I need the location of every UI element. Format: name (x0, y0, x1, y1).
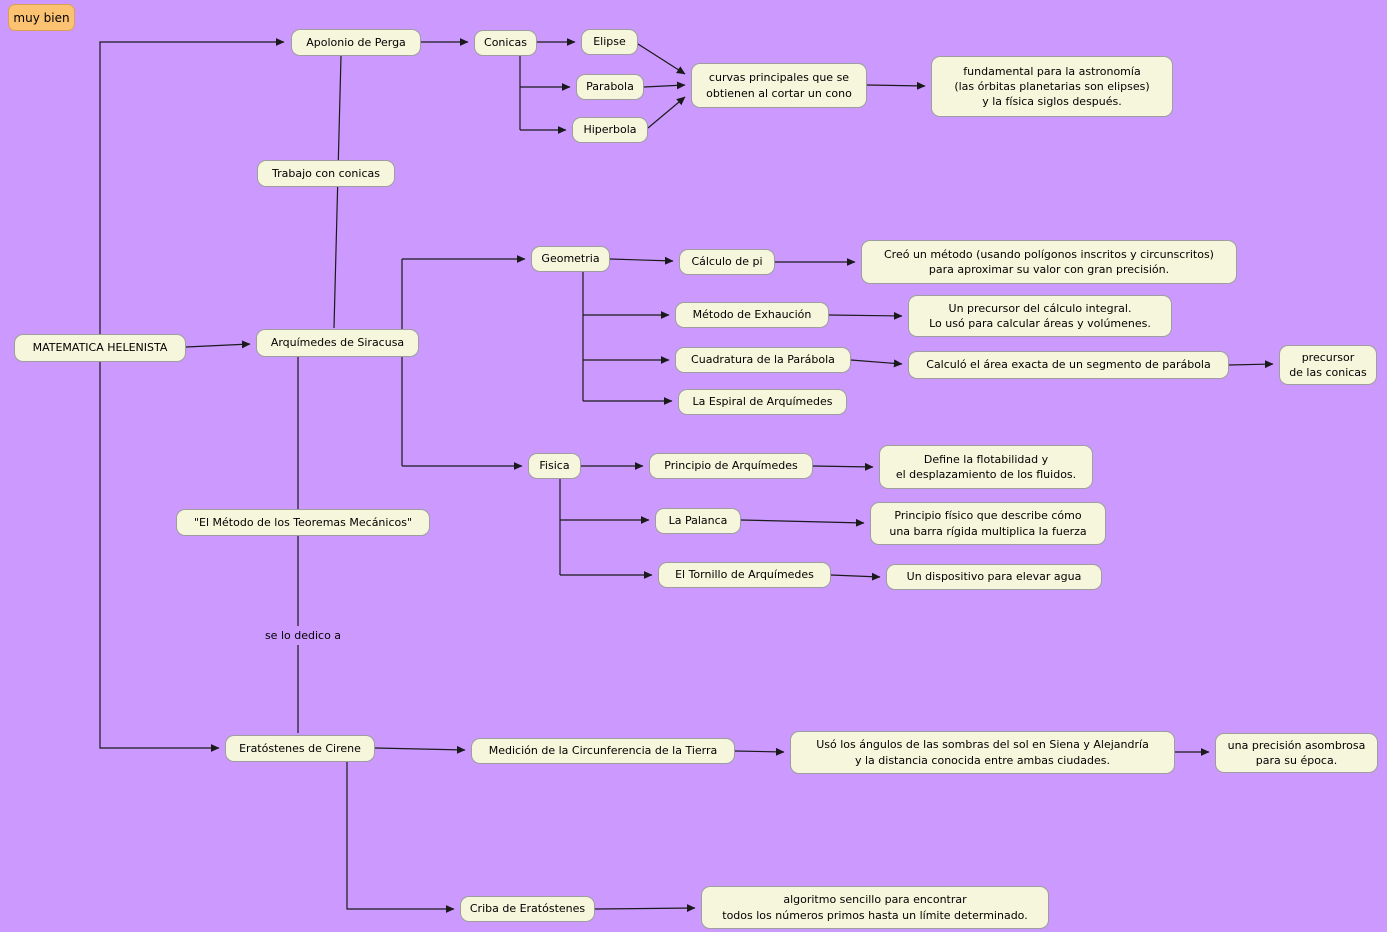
node-trabajo-con-conicas[interactable]: Trabajo con conicas (257, 160, 395, 187)
node-geometria[interactable]: Geometria (531, 246, 610, 272)
node-conicas[interactable]: Conicas (474, 30, 537, 56)
node-apolonio-de-perga[interactable]: Apolonio de Perga (291, 29, 421, 56)
node-calculo-de-pi[interactable]: Cálculo de pi (679, 249, 775, 275)
node-precursor-calculo-integral[interactable]: Un precursor del cálculo integral. Lo us… (908, 295, 1172, 337)
node-algoritmo-numeros-primos[interactable]: algoritmo sencillo para encontrar todos … (701, 886, 1049, 929)
node-metodo-teoremas-mecanicos[interactable]: "El Método de los Teoremas Mecánicos" (176, 509, 430, 536)
node-criba-de-eratostenes[interactable]: Criba de Eratóstenes (460, 896, 595, 922)
node-la-palanca[interactable]: La Palanca (655, 508, 741, 534)
connector-lines (99, 38, 1274, 913)
node-arquimedes-de-siracusa[interactable]: Arquímedes de Siracusa (256, 329, 419, 357)
node-espiral-de-arquimedes[interactable]: La Espiral de Arquímedes (678, 389, 847, 415)
node-curvas-cortar-cono[interactable]: curvas principales que se obtienen al co… (691, 63, 867, 108)
node-define-flotabilidad[interactable]: Define la flotabilidad y el desplazamien… (879, 445, 1093, 489)
annotation-muy-bien[interactable]: muy bien (8, 4, 75, 31)
node-parabola[interactable]: Parabola (576, 74, 644, 100)
node-precursor-de-las-conicas[interactable]: precursor de las conicas (1279, 345, 1377, 385)
node-medicion-circunferencia-tierra[interactable]: Medición de la Circunferencia de la Tier… (471, 738, 735, 764)
link-label-se-lo-dedico-a[interactable]: se lo dedico a (258, 626, 348, 645)
node-principio-de-arquimedes[interactable]: Principio de Arquímedes (649, 453, 813, 479)
node-metodo-de-exhaucion[interactable]: Método de Exhaución (675, 302, 829, 328)
node-cuadratura-parabola[interactable]: Cuadratura de la Parábola (675, 347, 851, 373)
node-precision-asombrosa[interactable]: una precisión asombrosa para su época. (1215, 733, 1378, 773)
node-eratostenes-de-cirene[interactable]: Eratóstenes de Cirene (225, 735, 375, 762)
node-fundamental-astronomia[interactable]: fundamental para la astronomía (las órbi… (931, 56, 1173, 117)
node-hiperbola[interactable]: Hiperbola (572, 117, 648, 143)
node-metodo-poligonos[interactable]: Creó un método (usando polígonos inscrit… (861, 240, 1237, 284)
node-angulos-sombras-sol[interactable]: Usó los ángulos de las sombras del sol e… (790, 731, 1175, 774)
node-tornillo-de-arquimedes[interactable]: El Tornillo de Arquímedes (658, 562, 831, 588)
node-area-segmento-parabola[interactable]: Calculó el área exacta de un segmento de… (908, 351, 1229, 379)
node-dispositivo-elevar-agua[interactable]: Un dispositivo para elevar agua (886, 564, 1102, 590)
node-matematica-helenista[interactable]: MATEMATICA HELENISTA (14, 334, 186, 362)
node-principio-fisico-palanca[interactable]: Principio físico que describe cómo una b… (870, 502, 1106, 545)
node-fisica[interactable]: Fisica (528, 453, 581, 479)
node-elipse[interactable]: Elipse (581, 29, 638, 55)
